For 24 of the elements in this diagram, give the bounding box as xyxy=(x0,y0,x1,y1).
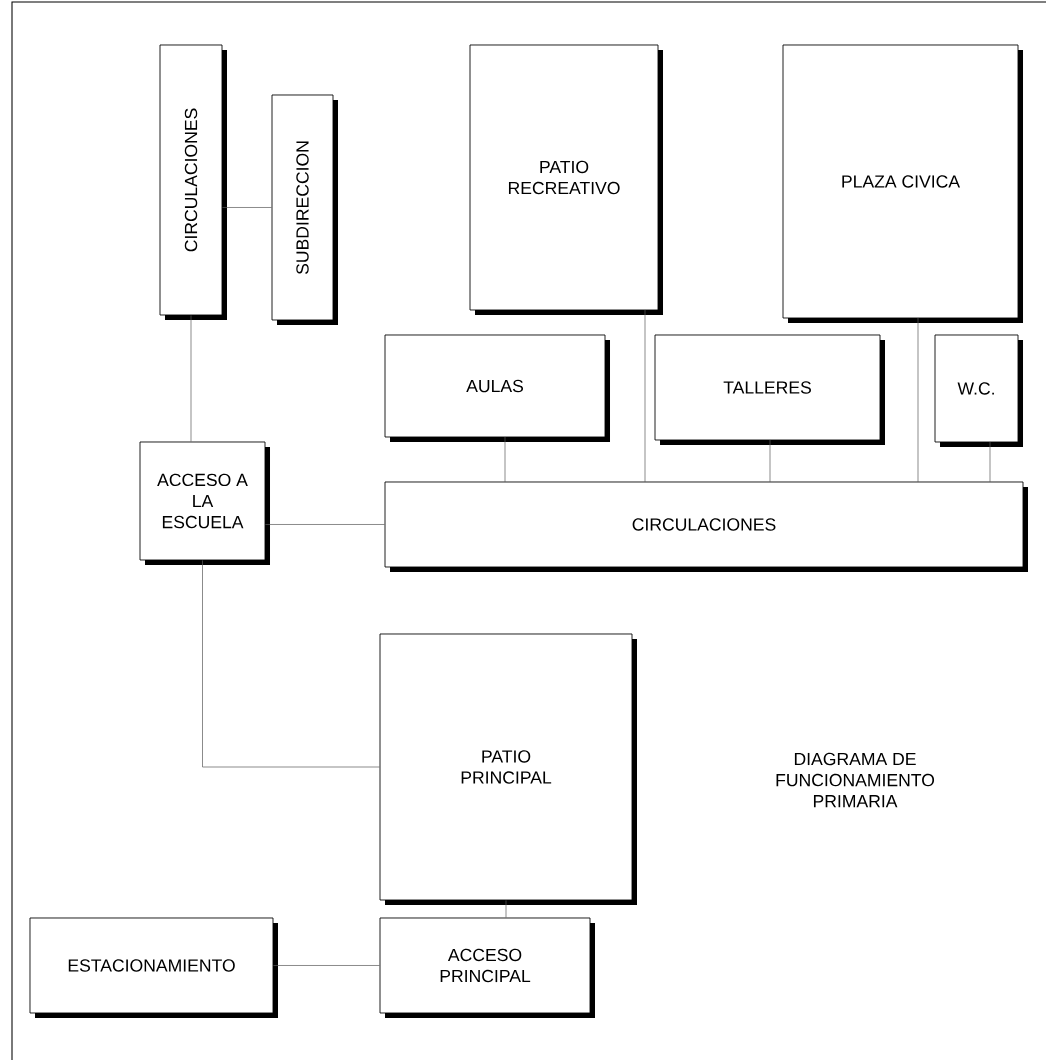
connector-line xyxy=(190,315,192,442)
connector-line xyxy=(769,439,771,483)
connector-line xyxy=(222,207,272,208)
room-box: PLAZA CIVICA xyxy=(782,44,1023,323)
label-text: DIAGRAMA DE FUNCIONAMIENTO PRIMARIA xyxy=(776,752,935,808)
connector-line xyxy=(989,441,991,483)
room-box: PATIO RECREATIVO xyxy=(469,44,663,315)
room-box: PATIO PRINCIPAL xyxy=(379,633,637,905)
room-box: ACCESO PRINCIPAL xyxy=(379,917,595,1018)
room-box: CIRCULACIONES xyxy=(384,481,1028,572)
room-box: SUBDIRECCION xyxy=(271,94,338,325)
connector-line xyxy=(202,560,380,768)
room-box: AULAS xyxy=(384,334,610,442)
room-box: W.C. xyxy=(934,334,1023,447)
room-box: CIRCULACIONES xyxy=(159,44,227,320)
connector-line xyxy=(644,309,646,483)
room-box: ESTACIONAMIENTO xyxy=(29,917,278,1018)
connector-line xyxy=(917,317,919,483)
connector-line xyxy=(273,965,380,966)
connector-line xyxy=(265,524,385,525)
room-box: ACCESO A LA ESCUELA xyxy=(139,441,270,565)
connector-line xyxy=(505,900,507,918)
connector-line xyxy=(504,436,506,483)
room-box: TALLERES xyxy=(654,334,885,445)
